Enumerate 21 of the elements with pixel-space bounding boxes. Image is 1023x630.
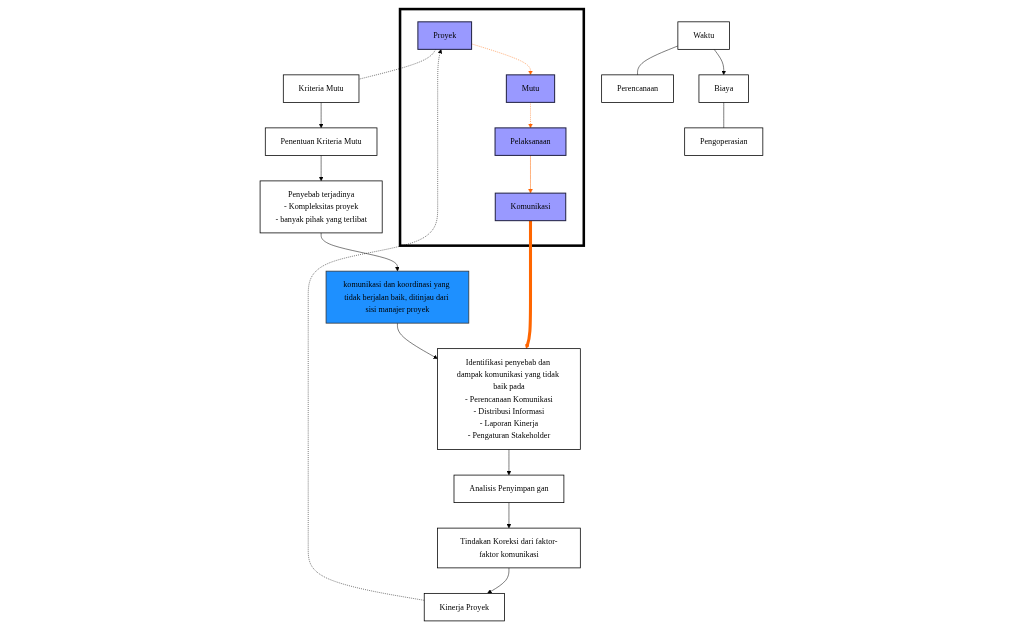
node-box: Identifikasi penyebab dan dampak komunikasi yang tidak baik pada - Perencanaan Komunikasi - Distribusi Informasi - Laporan Kinerja - Pengaturan Stakeholder <box>437 348 581 450</box>
node-box: komunikasi dan koordinasi yang tidak berjalan baik, ditinjau dari sisi manajer proyek <box>325 270 470 324</box>
node-box: Biaya <box>698 74 749 103</box>
node-box: Pengoperasian <box>684 127 764 156</box>
node-box: Kinerja Proyek <box>423 593 505 622</box>
node-box: Penentuan Kriteria Mutu <box>264 127 378 156</box>
connector <box>358 49 437 80</box>
node-box: Perencanaan <box>601 74 674 103</box>
node-box: Komunikasi <box>494 192 567 222</box>
node-box: Proyek <box>417 21 473 50</box>
node-box: Pelaksanaan <box>494 127 567 156</box>
cluster <box>398 7 586 247</box>
connector <box>723 102 725 129</box>
arrow <box>525 220 533 349</box>
node-box: Penyebab terjadinya - Kompleksitas proyek - banyak pihak yang terlibat <box>259 180 383 234</box>
node-box: Analisis Penyimpan gan <box>453 474 565 503</box>
node-box: Mutu <box>505 74 556 103</box>
connector <box>637 45 679 76</box>
node-box: Kriteria Mutu <box>282 74 360 103</box>
node-box: Tindakan Koreksi dari faktor-faktor komunikasi <box>437 527 581 569</box>
node-box: Waktu <box>677 21 730 50</box>
